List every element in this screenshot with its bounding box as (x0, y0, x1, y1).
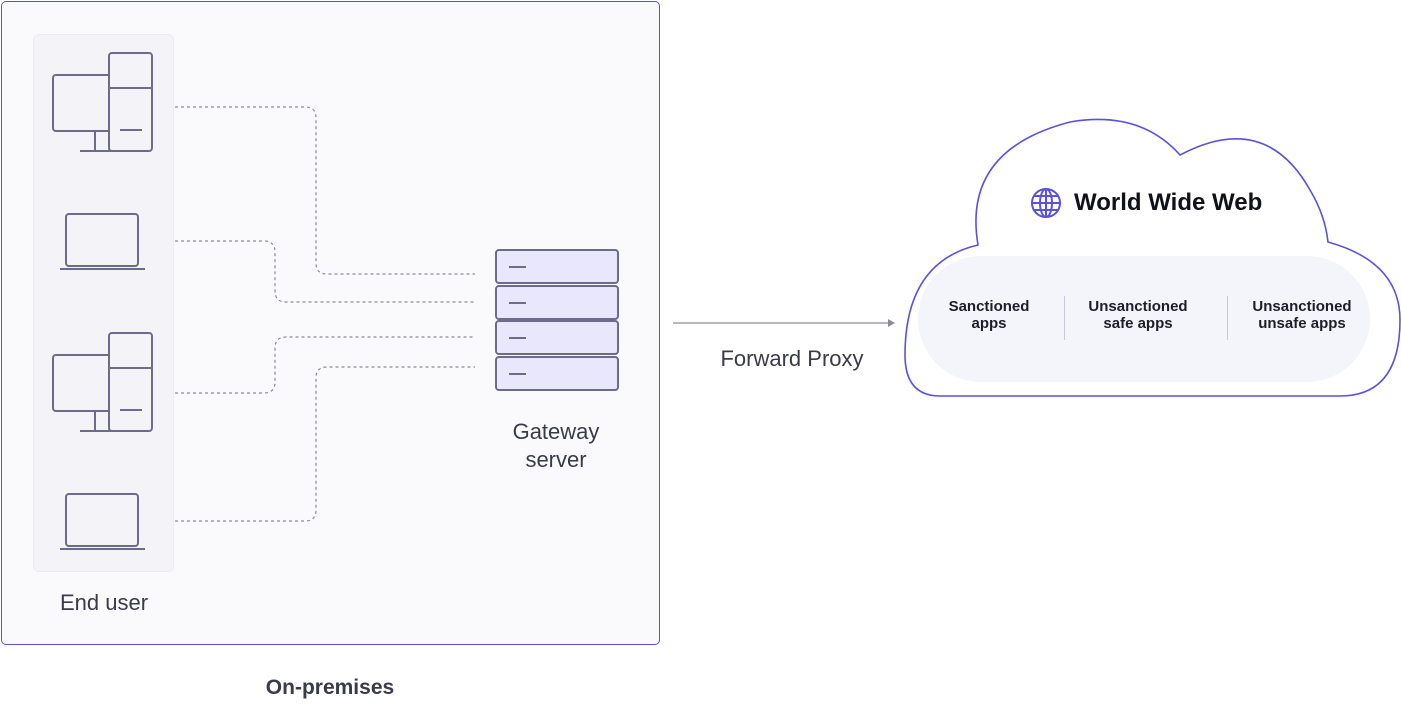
line-device-4 (175, 366, 475, 522)
server-unit (495, 356, 619, 391)
desktop-icon (52, 332, 153, 432)
server-unit (495, 285, 619, 320)
desktop-icon (52, 52, 153, 152)
server-unit (495, 320, 619, 355)
app-category-sanctioned: Sanctioned apps (948, 298, 1030, 332)
cloud-title: World Wide Web (1030, 186, 1262, 220)
world-wide-web-title: World Wide Web (1074, 189, 1263, 216)
line-device-3 (175, 336, 475, 394)
line-device-2 (175, 240, 475, 303)
laptop-icon (60, 213, 145, 270)
laptop-icon (60, 493, 145, 550)
gateway-server-label: Gateway server (512, 419, 600, 472)
server-unit (495, 249, 619, 284)
line-device-1 (175, 106, 475, 275)
forward-proxy-label: Forward Proxy (720, 346, 864, 371)
apps-row: Sanctioned apps Unsanctioned safe apps U… (918, 256, 1370, 382)
app-category-unsanctioned-safe: Unsanctioned safe apps (1088, 298, 1188, 332)
app-category-unsanctioned-unsafe: Unsanctioned unsafe apps (1252, 298, 1352, 332)
end-user-label: End user (59, 590, 149, 615)
globe-icon (1031, 188, 1061, 218)
divider (1064, 296, 1065, 340)
divider (1227, 296, 1228, 340)
on-premises-label: On-premises (265, 676, 395, 699)
forward-proxy-arrow (673, 319, 895, 327)
